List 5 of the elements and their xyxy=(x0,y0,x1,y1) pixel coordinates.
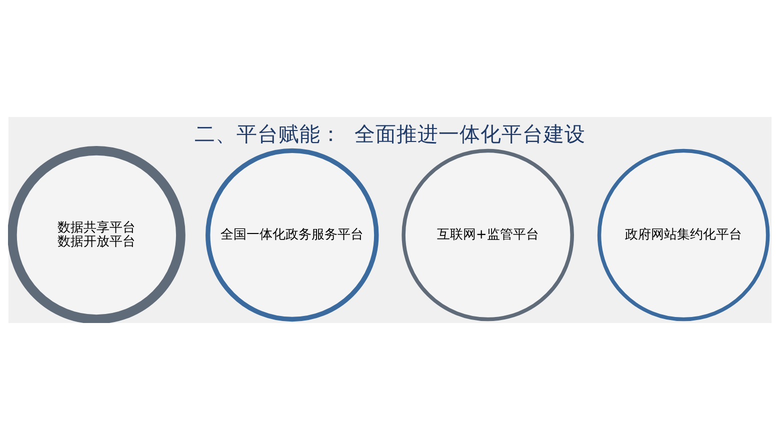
node-circle: 互联网+监管平台 xyxy=(402,148,574,321)
node-circle: 数据共享平台 数据开放平台 xyxy=(8,146,186,322)
node-circle: 政府网站集约化平台 xyxy=(597,148,770,321)
node-circle: 全国一体化政务服务平台 xyxy=(206,148,379,322)
diagram-title: 二、平台赋能： 全面推进一体化平台建设 xyxy=(194,121,586,146)
